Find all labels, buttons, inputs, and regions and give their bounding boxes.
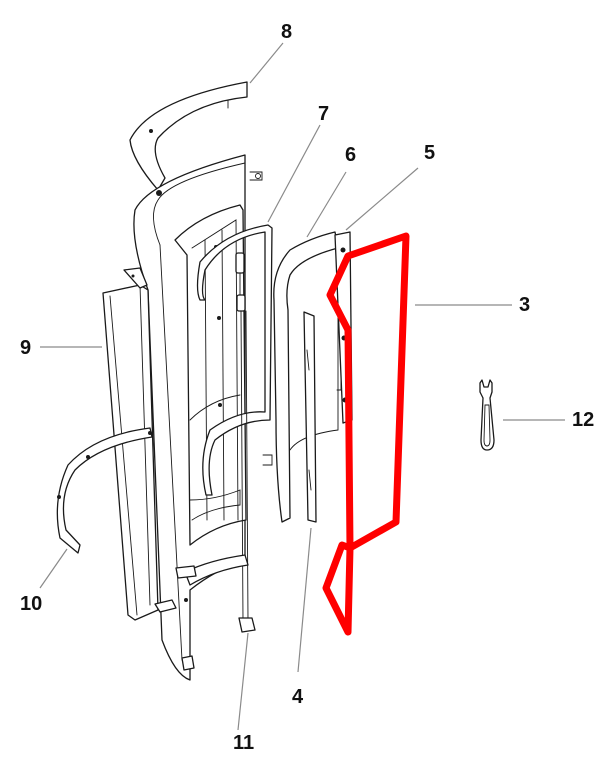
part-4-thin-strip [303,311,317,523]
part-10-curved-strip [56,427,153,554]
callout-5: 5 [424,142,436,164]
part-9-vertical-bar [102,267,177,621]
callout-10: 10 [20,593,43,615]
callout-6: 6 [345,144,357,166]
leader-6 [306,171,347,238]
part-12-wrench-icon [479,379,495,451]
callout-4: 4 [292,686,304,708]
callout-12: 12 [572,409,595,431]
leader-10 [39,548,68,589]
part-11-vertical-rod [235,252,256,633]
main-frame-inner [174,204,247,546]
callout-9: 9 [20,337,32,359]
callout-3: 3 [519,294,531,316]
callout-11: 11 [233,732,255,754]
callout-8: 8 [281,21,293,43]
leader-8 [249,42,284,84]
leader-7 [267,124,321,223]
part-3-highlight-outline [322,232,410,636]
part-8-top-curved-rail [129,81,248,191]
leader-4 [297,527,312,673]
main-frame-lower-arcs [175,554,249,671]
leader-5 [345,167,419,231]
leader-lines [39,42,565,731]
leader-11 [237,632,249,731]
callout-7: 7 [318,103,330,125]
part-7-curved-frame [196,224,273,496]
